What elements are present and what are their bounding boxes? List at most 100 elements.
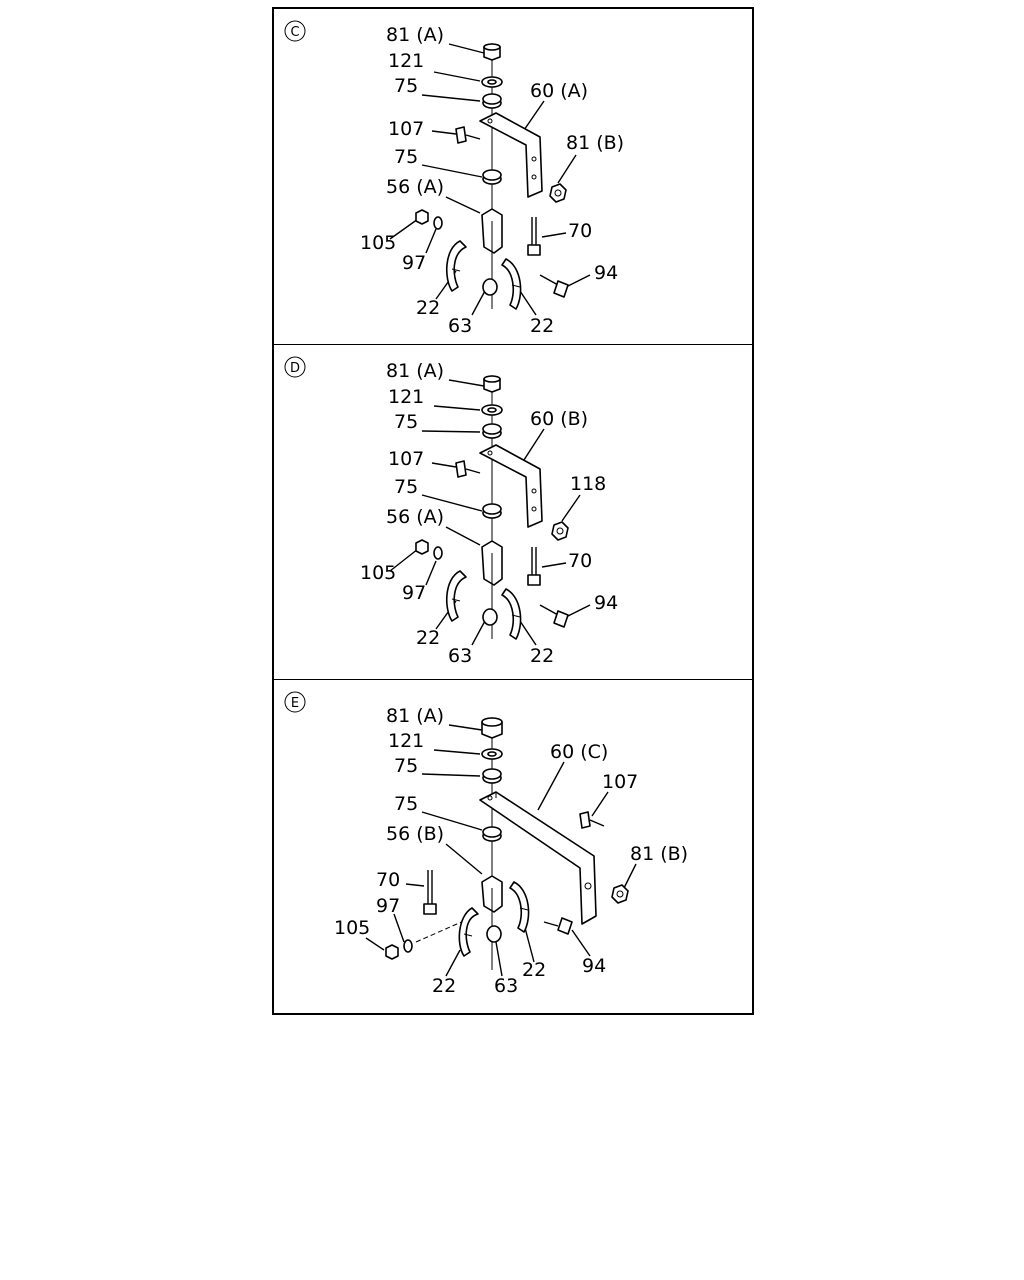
nut-105-icon (415, 209, 429, 225)
bolt-70-icon (423, 870, 437, 915)
clamp-22-left-icon (458, 907, 479, 957)
label-70: 70 (376, 869, 400, 891)
label-75-lower: 75 (394, 476, 418, 498)
panel-id-label: E (291, 696, 299, 711)
washer-97-icon (433, 546, 443, 560)
label-94: 94 (582, 955, 606, 977)
label-121: 121 (388, 730, 424, 752)
bushing-75-upper-icon (482, 423, 502, 439)
nut-105-icon (415, 539, 429, 555)
panel-e-id-badge: E (284, 691, 306, 713)
label-97: 97 (402, 582, 426, 604)
label-81a: 81 (A) (386, 24, 444, 46)
bolt-107-icon (455, 126, 481, 144)
washer-121-icon (481, 76, 503, 88)
bushing-75-lower-icon (482, 826, 502, 842)
panel-id-label: D (290, 361, 300, 376)
label-107: 107 (602, 771, 638, 793)
label-56: 56 (A) (386, 176, 444, 198)
label-22-right: 22 (530, 315, 554, 337)
bracket-60-icon (479, 791, 597, 925)
panel-c-id-badge: C (284, 20, 306, 42)
hanger-56-icon (481, 540, 503, 586)
panel-c-diagram: C 81 (A) 121 75 60 (A) 107 81 (B) 75 56 … (284, 20, 624, 337)
label-121: 121 (388, 386, 424, 408)
label-105: 105 (334, 917, 370, 939)
collar-63-icon (482, 278, 498, 296)
label-75-lower: 75 (394, 793, 418, 815)
label-107: 107 (388, 448, 424, 470)
label-70: 70 (568, 220, 592, 242)
hanger-56-icon (481, 208, 503, 254)
collar-63-icon (482, 608, 498, 626)
nut-side-icon (549, 183, 567, 203)
panel-e: E 81 (A) 121 75 60 (C) 107 81 (B) 75 56 … (274, 679, 752, 1014)
collar-63-icon (486, 925, 502, 943)
panel-e-diagram: E 81 (A) 121 75 60 (C) 107 81 (B) 75 56 … (284, 691, 688, 997)
nut-81a-icon (483, 43, 501, 61)
panel-d-id-badge: D (284, 356, 306, 378)
label-56: 56 (A) (386, 506, 444, 528)
nut-side-icon (551, 521, 569, 541)
bracket-60-icon (479, 112, 543, 198)
label-63: 63 (448, 645, 472, 667)
washer-97-icon (433, 216, 443, 230)
bushing-75-lower-icon (482, 503, 502, 519)
label-side-nut: 81 (B) (566, 132, 624, 154)
washer-97-icon (403, 939, 413, 953)
label-22-right: 22 (522, 959, 546, 981)
bolt-94-icon (539, 604, 569, 628)
bolt-70-icon (527, 547, 541, 586)
label-22-left: 22 (432, 975, 456, 997)
label-121: 121 (388, 50, 424, 72)
panel-d: D 81 (A) 121 75 60 (B) 107 118 75 56 (A)… (274, 344, 752, 679)
washer-121-icon (481, 748, 503, 760)
label-75-lower: 75 (394, 146, 418, 168)
label-94: 94 (594, 262, 618, 284)
label-81a: 81 (A) (386, 360, 444, 382)
parts-diagram-frame: C 81 (A) 121 75 60 (A) 107 81 (B) 75 56 … (272, 7, 754, 1015)
label-75-upper: 75 (394, 755, 418, 777)
bolt-94-icon (543, 917, 573, 935)
bushing-75-upper-icon (482, 768, 502, 784)
bolt-107-icon (455, 460, 481, 478)
panel-c: C 81 (A) 121 75 60 (A) 107 81 (B) 75 56 … (274, 9, 752, 344)
label-107: 107 (388, 118, 424, 140)
hanger-56-icon (481, 875, 503, 913)
label-side-nut: 81 (B) (630, 843, 688, 865)
label-22-right: 22 (530, 645, 554, 667)
clamp-22-right-icon (501, 258, 522, 310)
label-56: 56 (B) (386, 823, 444, 845)
nut-81a-icon (483, 375, 501, 393)
label-60: 60 (B) (530, 408, 588, 430)
label-75-upper: 75 (394, 411, 418, 433)
bolt-107-icon (579, 811, 605, 829)
label-70: 70 (568, 550, 592, 572)
bushing-75-lower-icon (482, 169, 502, 185)
label-60: 60 (C) (550, 741, 608, 763)
clamp-22-left-icon (445, 240, 467, 292)
label-105: 105 (360, 232, 396, 254)
bushing-75-upper-icon (482, 93, 502, 109)
clamp-22-right-icon (501, 588, 522, 640)
panel-id-label: C (290, 25, 299, 40)
label-22-left: 22 (416, 627, 440, 649)
label-105: 105 (360, 562, 396, 584)
panel-d-diagram: D 81 (A) 121 75 60 (B) 107 118 75 56 (A)… (284, 356, 618, 667)
nut-side-icon (611, 884, 629, 904)
label-97: 97 (402, 252, 426, 274)
label-63: 63 (494, 975, 518, 997)
label-81a: 81 (A) (386, 705, 444, 727)
label-22-left: 22 (416, 297, 440, 319)
label-97: 97 (376, 895, 400, 917)
label-side-nut: 118 (570, 473, 606, 495)
washer-121-icon (481, 404, 503, 416)
label-63: 63 (448, 315, 472, 337)
nut-105-icon (385, 944, 399, 960)
label-75-upper: 75 (394, 75, 418, 97)
label-60: 60 (A) (530, 80, 588, 102)
clamp-22-left-icon (445, 570, 467, 622)
nut-81a-icon (481, 717, 503, 739)
bracket-60-icon (479, 444, 543, 528)
bolt-70-icon (527, 217, 541, 256)
